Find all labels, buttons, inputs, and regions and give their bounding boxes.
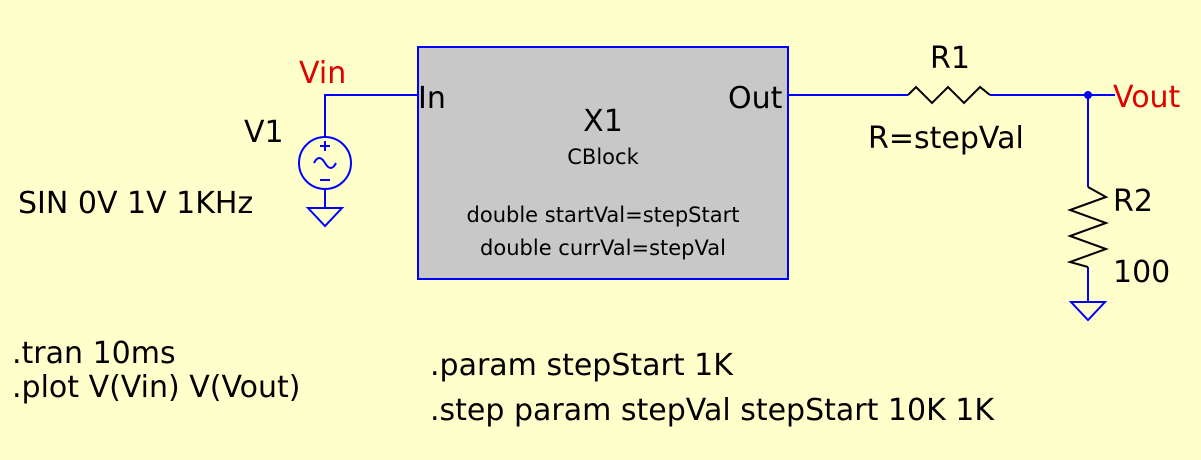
block-name: X1 — [583, 104, 623, 139]
resistor-r1[interactable] — [907, 85, 991, 105]
junction-dot — [1084, 91, 1092, 99]
source-value: SIN 0V 1V 1KHz — [18, 186, 253, 221]
block-param-startval: double startVal=stepStart — [467, 203, 740, 227]
cblock-x1[interactable] — [417, 46, 789, 280]
pin-out-label: Out — [728, 81, 783, 116]
wire-vin[interactable] — [324, 94, 418, 137]
resistor-r2[interactable] — [1066, 186, 1109, 268]
directive-param[interactable]: .param stepStart 1K — [430, 348, 734, 383]
net-label-vout[interactable]: Vout — [1113, 80, 1181, 115]
source-circle — [298, 136, 352, 190]
block-param-currval: double currVal=stepVal — [480, 236, 726, 260]
pin-in-label: In — [418, 81, 446, 116]
resistor-r2-name: R2 — [1113, 184, 1153, 219]
block-type: CBlock — [567, 145, 639, 169]
net-label-vin[interactable]: Vin — [299, 56, 346, 91]
directive-tran[interactable]: .tran 10ms — [12, 336, 176, 371]
sine-wave-icon — [313, 157, 337, 169]
block-body — [417, 46, 789, 280]
wires — [324, 94, 1115, 302]
resistor-r1-value: R=stepVal — [868, 121, 1024, 156]
resistor-r1-name: R1 — [930, 41, 970, 76]
source-name: V1 — [244, 115, 284, 150]
resistor-r2-value: 100 — [1113, 255, 1170, 290]
ground-icon-r2 — [1068, 301, 1108, 322]
directive-step[interactable]: .step param stepVal stepStart 10K 1K — [430, 393, 995, 428]
directive-plot[interactable]: .plot V(Vin) V(Vout) — [12, 370, 301, 405]
ground-icon-v1 — [305, 207, 345, 228]
voltage-source-v1[interactable] — [298, 136, 352, 190]
